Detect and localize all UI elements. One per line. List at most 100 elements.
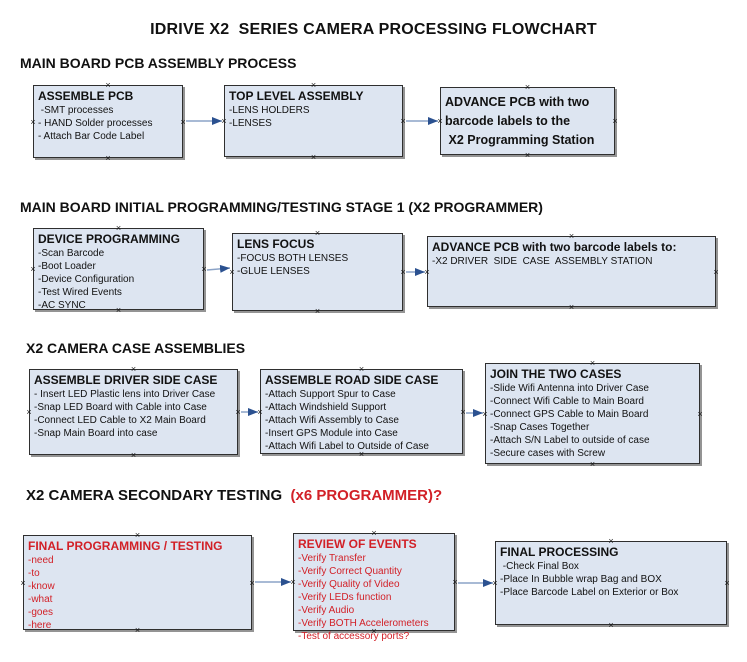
box-item: -Verify LEDs function xyxy=(298,592,392,603)
connection-handle-icon: × xyxy=(371,626,377,636)
box-item: -Attach Windshield Support xyxy=(265,402,387,413)
box-item: - Attach Bar Code Label xyxy=(38,131,145,142)
box-item: -AC SYNC xyxy=(38,300,86,311)
connection-handle-icon: × xyxy=(105,153,111,163)
box-item: -FOCUS BOTH LENSES xyxy=(237,253,349,264)
box-title: ASSEMBLE PCB xyxy=(38,89,134,103)
section-heading-case-assemblies: X2 CAMERA CASE ASSEMBLIES xyxy=(26,340,246,356)
connection-handle-icon: × xyxy=(400,116,406,126)
box-item: -SMT processes xyxy=(38,105,114,116)
connection-handle-icon: × xyxy=(249,577,255,588)
box-item: -Verify Audio xyxy=(298,605,355,616)
box-item: -to xyxy=(28,568,40,579)
connection-handle-icon: × xyxy=(26,407,32,417)
box-item: -Insert GPS Module into Case xyxy=(265,428,398,439)
connection-handle-icon: × xyxy=(460,406,466,417)
connection-handle-icon: × xyxy=(589,459,596,469)
box-title: ASSEMBLE DRIVER SIDE CASE xyxy=(34,373,218,387)
box-item: -Slide Wifi Antenna into Driver Case xyxy=(490,383,649,394)
connection-handle-icon: × xyxy=(130,450,137,460)
connection-handle-icon: × xyxy=(134,530,141,540)
connection-handle-icon: × xyxy=(134,625,141,635)
box-title: LENS FOCUS xyxy=(237,237,315,251)
section-heading-pcb-assembly: MAIN BOARD PCB ASSEMBLY PROCESS xyxy=(20,55,297,71)
box-item: - Insert LED Plastic lens into Driver Ca… xyxy=(34,389,216,400)
box-item: -X2 DRIVER SIDE CASE ASSEMBLY STATION xyxy=(432,256,653,267)
connection-handle-icon: × xyxy=(724,578,730,588)
box-item: -Test Wired Events xyxy=(38,287,122,298)
box-item: -Attach Wifi Assembly to Case xyxy=(265,415,399,426)
box-item: -what xyxy=(28,594,53,605)
box-assemble-road-side-case: ASSEMBLE ROAD SIDE CASE -Attach Support … xyxy=(257,364,466,459)
box-advance-pcb-programming-station: ADVANCE PCB with two barcode labels to t… xyxy=(437,82,618,160)
connection-handle-icon: × xyxy=(130,364,137,374)
connection-handle-icon: × xyxy=(437,116,443,126)
box-item: -Scan Barcode xyxy=(38,248,105,259)
connection-handle-icon: × xyxy=(568,231,575,241)
connection-handle-icon: × xyxy=(482,408,488,419)
box-item: -goes xyxy=(28,607,54,618)
box-title: REVIEW OF EVENTS xyxy=(298,537,417,551)
box-item: - HAND Solder processes xyxy=(38,118,153,129)
box-title: JOIN THE TWO CASES xyxy=(490,367,622,381)
box-title: ADVANCE PCB with two barcode labels to t… xyxy=(445,95,595,147)
box-item: -Boot Loader xyxy=(38,261,96,272)
connection-handle-icon: × xyxy=(115,305,122,315)
box-device-programming: DEVICE PROGRAMMING -Scan Barcode -Boot L… xyxy=(30,224,207,315)
box-top-level-assembly: TOP LEVEL ASSEMBLY -LENS HOLDERS -LENSES… xyxy=(221,80,406,162)
section-heading-secondary-testing: X2 CAMERA SECONDARY TESTING (x6 PROGRAMM… xyxy=(26,487,442,504)
box-item: -Verify Correct Quantity xyxy=(298,566,402,577)
box-item: -Connect GPS Cable to Main Board xyxy=(490,409,649,420)
connection-handle-icon: × xyxy=(310,152,317,162)
box-item: -Check Final Box xyxy=(500,561,579,572)
connection-handle-icon: × xyxy=(589,358,596,368)
connection-handle-icon: × xyxy=(713,266,719,277)
connection-handle-icon: × xyxy=(221,116,227,126)
section-heading-secondary-testing-red: (x6 PROGRAMMER)? xyxy=(290,487,443,504)
box-item: -Snap Main Board into case xyxy=(34,428,158,439)
connection-handle-icon: × xyxy=(257,406,263,417)
box-final-programming-testing: FINAL PROGRAMMING / TESTING -need -to -k… xyxy=(20,530,255,635)
connection-handle-icon: × xyxy=(20,577,26,588)
box-item: -Verify Transfer xyxy=(298,553,366,564)
connection-handle-icon: × xyxy=(524,82,531,92)
box-assemble-pcb: ASSEMBLE PCB -SMT processes - HAND Solde… xyxy=(30,81,186,163)
box-item: -Secure cases with Screw xyxy=(490,448,606,459)
box-advance-pcb-driver-side-station: ADVANCE PCB with two barcode labels to: … xyxy=(424,231,719,312)
connection-handle-icon: × xyxy=(612,116,618,126)
connection-handle-icon: × xyxy=(697,408,703,419)
box-item: -Attach S/N Label to outside of case xyxy=(490,435,650,446)
box-item: -Snap Cases Together xyxy=(490,422,590,433)
connection-handle-icon: × xyxy=(371,528,377,538)
connection-handle-icon: × xyxy=(201,264,207,274)
connection-handle-icon: × xyxy=(358,449,365,459)
box-title: DEVICE PROGRAMMING xyxy=(38,232,181,246)
connection-handle-icon: × xyxy=(358,364,365,374)
box-assemble-driver-side-case: ASSEMBLE DRIVER SIDE CASE - Insert LED P… xyxy=(26,364,241,460)
connection-handle-icon: × xyxy=(314,306,321,316)
box-item: -Snap LED Board with Cable into Case xyxy=(34,402,207,413)
connection-handle-icon: × xyxy=(310,80,317,90)
box-item: -Place Barcode Label on Exterior or Box xyxy=(500,587,679,598)
box-item: -Connect LED Cable to X2 Main Board xyxy=(34,415,206,426)
box-lens-focus: LENS FOCUS -FOCUS BOTH LENSES -GLUE LENS… xyxy=(229,228,406,316)
connection-handle-icon: × xyxy=(30,264,36,274)
connection-handle-icon: × xyxy=(568,302,575,312)
connection-handle-icon: × xyxy=(235,407,241,417)
box-review-of-events: REVIEW OF EVENTS -Verify Transfer -Verif… xyxy=(290,528,457,643)
box-item: -Attach Wifi Label to Outside of Case xyxy=(265,441,429,452)
section-heading-initial-programming: MAIN BOARD INITIAL PROGRAMMING/TESTING S… xyxy=(20,199,543,215)
box-title: FINAL PROGRAMMING / TESTING xyxy=(28,539,223,553)
flow-arrow-device-to-lensfocus xyxy=(206,264,231,273)
connection-handle-icon: × xyxy=(180,116,186,127)
connection-handle-icon: × xyxy=(30,116,36,127)
connection-handle-icon: × xyxy=(400,267,406,277)
box-item: -Verify Quality of Video xyxy=(298,579,400,590)
box-item: -Connect Wifi Cable to Main Board xyxy=(490,396,644,407)
box-title: FINAL PROCESSING xyxy=(500,545,619,559)
section-heading-secondary-testing-black: X2 CAMERA SECONDARY TESTING xyxy=(26,487,291,504)
connection-handle-icon: × xyxy=(608,536,614,546)
box-item: -Attach Support Spur to Case xyxy=(265,389,396,400)
box-title: ADVANCE PCB with two barcode labels to: xyxy=(432,240,677,254)
connection-handle-icon: × xyxy=(314,228,321,238)
